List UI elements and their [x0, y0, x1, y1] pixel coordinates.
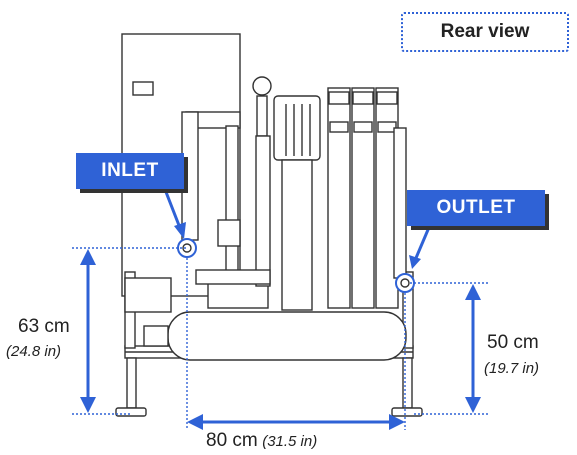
membrane-2: [351, 87, 375, 309]
outlet-callout-arrow: [414, 224, 432, 259]
pressure-tank: [167, 311, 407, 361]
inlet-badge: INLET: [76, 153, 184, 189]
foot-left: [126, 357, 137, 409]
width-dimension: 80 cm (31.5 in): [206, 430, 317, 452]
view-label: Rear view: [401, 12, 569, 52]
inlet-callout-arrow: [164, 191, 182, 229]
outlet-badge: OUTLET: [407, 190, 545, 226]
inlet-height-imperial: (24.8 in): [6, 343, 62, 360]
inlet-height-metric: 63 cm: [18, 316, 70, 337]
width-metric: 80 cm: [206, 430, 258, 451]
pump-motor: [273, 95, 321, 161]
outlet-height-imperial: (19.7 in): [484, 360, 540, 377]
outlet-height-metric: 50 cm: [487, 332, 539, 353]
membrane-1: [327, 87, 351, 309]
pressure-gauge: [252, 76, 272, 96]
cabinet-window: [132, 81, 154, 96]
width-imperial: (31.5 in): [262, 433, 318, 450]
